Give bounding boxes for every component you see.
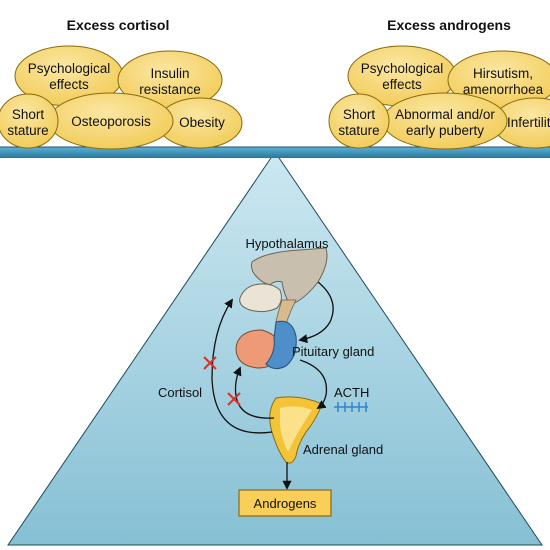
label-osteoporosis: Osteoporosis	[71, 114, 151, 129]
arrow-hypothalamus-to-pituitary	[298, 281, 334, 344]
pituitary-gland-label: Pituitary gland	[292, 344, 374, 359]
blob-short-stature-right	[328, 93, 390, 149]
seesaw-beam	[0, 147, 550, 158]
label-psych-right-line2: effects	[382, 77, 422, 92]
label-puberty-line1: Abnormal and/or	[395, 107, 495, 122]
inhibition-cross-upper	[203, 356, 217, 370]
hypothalamus-label: Hypothalamus	[245, 236, 329, 251]
label-short-right-line1: Short	[343, 107, 376, 122]
label-infertility: Infertility	[507, 115, 550, 130]
label-hirsutism-line2: amenorrhoea	[463, 82, 544, 97]
arrow-acth-to-adrenal	[299, 359, 328, 410]
left-effects-group: Psychological effects Insulin resistance…	[0, 45, 243, 150]
right-group-heading: Excess androgens	[387, 17, 511, 33]
label-short-line2: stature	[7, 123, 48, 138]
label-short-line1: Short	[12, 107, 45, 122]
label-insulin-line1: Insulin	[150, 66, 189, 81]
adrenal-gland-highlight	[280, 406, 312, 452]
acth-label: ACTH	[334, 385, 369, 400]
cortisol-label: Cortisol	[158, 385, 202, 400]
label-puberty-line2: early puberty	[406, 123, 484, 138]
hypothalamus-lower-lobe	[239, 283, 282, 313]
label-psych-line1: Psychological	[28, 61, 111, 76]
arrow-cortisol-to-hypothalamus	[211, 298, 273, 434]
androgens-box	[238, 489, 332, 517]
hypothalamus-shape	[251, 247, 328, 306]
right-effects-group: Psychological effects Hirsutism, amenorr…	[328, 45, 550, 150]
left-group-heading: Excess cortisol	[67, 17, 170, 33]
label-hirsutism-line1: Hirsutism,	[473, 66, 533, 81]
blob-short-stature	[0, 93, 59, 149]
androgens-label: Androgens	[254, 496, 317, 511]
label-psych-line2: effects	[49, 77, 89, 92]
inhibition-cross-lower	[227, 392, 241, 406]
acth-marks	[334, 402, 368, 412]
label-insulin-line2: resistance	[139, 82, 201, 97]
label-obesity: Obesity	[179, 115, 225, 130]
label-psych-right-line1: Psychological	[361, 61, 444, 76]
pituitary-posterior-lobe	[265, 320, 297, 370]
adrenal-gland-label: Adrenal gland	[303, 442, 383, 457]
hpa-axis: Hypothalamus Pituitary gland ACTH Cortis…	[158, 236, 383, 517]
label-short-right-line2: stature	[338, 123, 379, 138]
